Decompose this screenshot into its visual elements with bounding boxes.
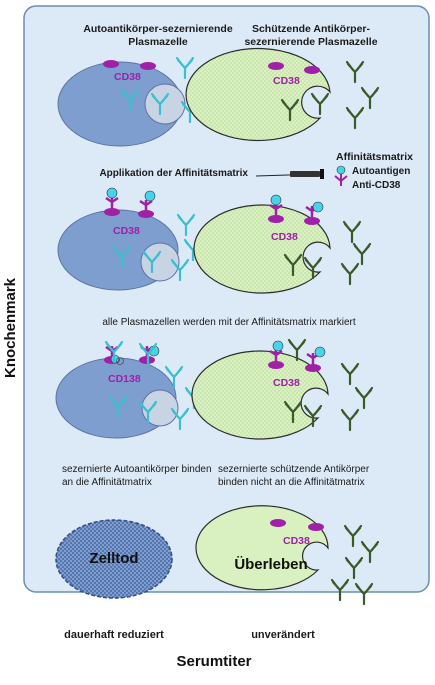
row1-left-marker: CD38 (114, 71, 141, 83)
autoantigen-icon (336, 165, 346, 175)
row3-right-caption-line1: sezernierte schützende Antikörper (218, 464, 370, 475)
row2-left-marker: CD38 (113, 225, 140, 237)
row3-protective-plasma-cell: CD38 (191, 338, 374, 440)
row3-left-marker: CD138 (108, 373, 141, 385)
row3-left-caption-line1: sezernierte Autoantikörper binden (62, 464, 212, 475)
syringe-icon (255, 169, 324, 179)
header-right-line2: sezernierende Plasmazelle (244, 36, 377, 48)
row4-right-marker: CD38 (283, 535, 310, 547)
row2-autoreactive-plasma-cell: CD38 (57, 187, 203, 291)
row3-right-caption-line2: binden nicht an die Affinitätmatrix (218, 477, 365, 488)
row1-right-marker: CD38 (273, 75, 300, 87)
titer-right: unverändert (251, 629, 315, 641)
application-label: Applikation der Affinitätsmatrix (99, 168, 248, 179)
row3-left-caption-line2: an die Affinitätmatrix (62, 477, 152, 488)
row3-right-marker: CD38 (273, 377, 300, 389)
header-left-line2: Plasmazelle (128, 36, 188, 48)
header-right-line1: Schützende Antikörper- (252, 23, 371, 35)
legend-title: Affinitätsmatrix (336, 151, 413, 163)
row1-protective-plasma-cell: CD38 (185, 47, 380, 142)
row3-autoreactive-plasma-cell: CD138 (55, 340, 204, 439)
outcome-death: Zelltod (89, 550, 138, 567)
legend-autoantigen: Autoantigen (352, 166, 410, 177)
surviving-plasma-cell: CD38 Überleben (195, 505, 380, 606)
titer-left: dauerhaft reduziert (64, 629, 164, 641)
row2-right-marker: CD38 (271, 231, 298, 243)
side-label: Knochenmark (2, 277, 19, 378)
bone-marrow-panel (23, 5, 430, 593)
header-left-line1: Autoantikörper-sezernierende (83, 23, 233, 35)
anti-cd38-icon (334, 174, 348, 186)
titer-title: Serumtiter (176, 653, 251, 670)
row1-autoreactive-plasma-cell: CD38 (57, 56, 215, 147)
row2-caption: alle Plasmazellen werden mit der Affinit… (102, 317, 355, 328)
row2-protective-plasma-cell: CD38 (193, 194, 372, 294)
outcome-survival: Überleben (234, 556, 307, 573)
dead-cell: Zelltod (55, 519, 173, 599)
legend-anti-cd38: Anti-CD38 (352, 180, 401, 191)
